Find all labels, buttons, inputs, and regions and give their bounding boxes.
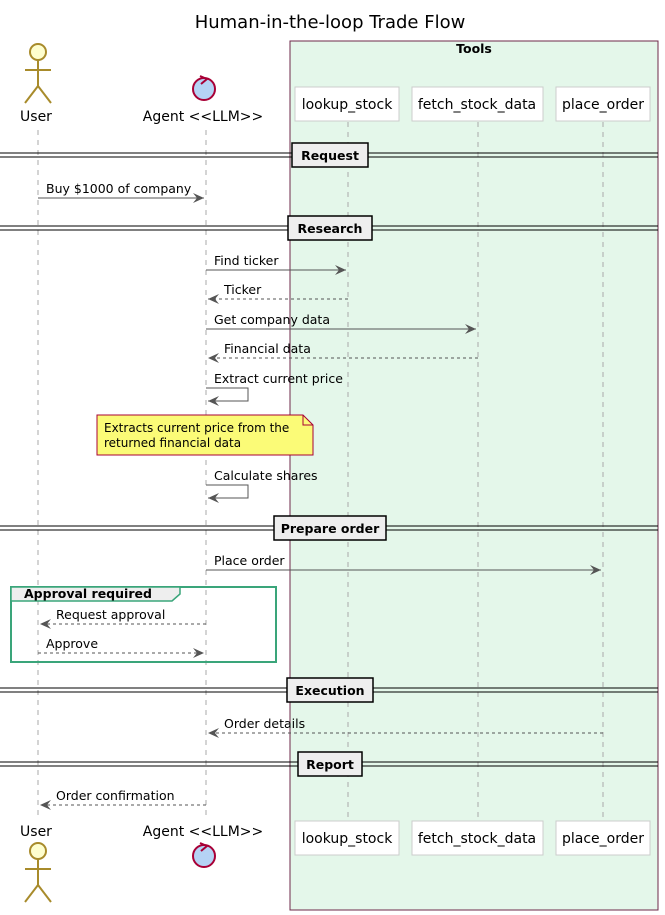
participant-place-order-top: place_order (555, 86, 651, 122)
actor-icon (24, 43, 52, 104)
participant-label: lookup_stock (302, 97, 394, 113)
note-line: returned financial data (104, 436, 241, 450)
message-financial-data-reply: Financial data (208, 341, 478, 363)
note-line: Extracts current price from the (104, 421, 289, 435)
participant-label: User (20, 824, 52, 840)
participant-label: User (20, 109, 52, 125)
participant-user-top: User (20, 43, 52, 125)
note: Extracts current price from the returned… (96, 414, 314, 456)
message-label: Approve (46, 636, 98, 651)
divider-prepare-order: Prepare order (0, 515, 658, 541)
message-get-company-data: Get company data (206, 312, 476, 334)
message-buy: Buy $1000 of company (38, 181, 204, 203)
participant-label: lookup_stock (302, 831, 394, 847)
message-order-confirmation: Order confirmation (40, 788, 206, 810)
participant-label: fetch_stock_data (418, 97, 536, 113)
divider-execution: Execution (0, 677, 658, 703)
approval-group: Approval required (10, 586, 277, 663)
participant-fetch-stock-data-top: fetch_stock_data (411, 86, 544, 122)
message-place-order: Place order (206, 553, 601, 575)
control-icon (192, 842, 216, 868)
message-find-ticker: Find ticker (206, 253, 346, 275)
participant-label: Agent <<LLM>> (143, 109, 264, 125)
message-label: Extract current price (214, 371, 343, 386)
group-label: Approval required (24, 586, 152, 601)
participant-label: Agent <<LLM>> (143, 824, 264, 840)
participant-label: place_order (562, 831, 644, 847)
participant-agent-bottom: Agent <<LLM>> (143, 824, 264, 868)
divider-label: Research (298, 221, 363, 236)
message-label: Place order (214, 553, 285, 568)
message-label: Calculate shares (214, 468, 318, 483)
participant-fetch-stock-data-bottom: fetch_stock_data (411, 820, 544, 856)
participant-label: place_order (562, 97, 644, 113)
message-label: Ticker (223, 282, 262, 297)
control-icon (192, 75, 216, 101)
message-order-details: Order details (208, 716, 603, 738)
message-label: Get company data (214, 312, 330, 327)
message-extract-price-self: Extract current price (206, 371, 343, 406)
diagram-title: Human-in-the-loop Trade Flow (195, 12, 466, 33)
divider-report: Report (0, 751, 658, 777)
message-ticker-reply: Ticker (208, 282, 348, 304)
tools-box-label: Tools (456, 41, 492, 56)
participant-place-order-bottom: place_order (555, 820, 651, 856)
message-label: Buy $1000 of company (46, 181, 192, 196)
message-label: Find ticker (214, 253, 279, 268)
actor-icon (24, 842, 52, 903)
message-approve: Approve (38, 636, 204, 658)
divider-request: Request (0, 142, 658, 168)
participant-lookup-stock-top: lookup_stock (294, 86, 400, 122)
message-label: Financial data (224, 341, 311, 356)
participant-lookup-stock-bottom: lookup_stock (294, 820, 400, 856)
message-label: Request approval (56, 607, 165, 622)
divider-label: Report (306, 757, 354, 772)
message-request-approval: Request approval (40, 607, 206, 629)
divider-label: Request (301, 148, 359, 163)
divider-label: Execution (295, 683, 364, 698)
participant-label: fetch_stock_data (418, 831, 536, 847)
participant-user-bottom: User (20, 824, 52, 903)
divider-label: Prepare order (281, 521, 380, 536)
message-label: Order details (224, 716, 305, 731)
participant-agent-top: Agent <<LLM>> (143, 75, 264, 125)
divider-research: Research (0, 215, 658, 241)
message-calculate-shares-self: Calculate shares (206, 468, 318, 503)
message-label: Order confirmation (56, 788, 175, 803)
lifelines (37, 122, 604, 820)
